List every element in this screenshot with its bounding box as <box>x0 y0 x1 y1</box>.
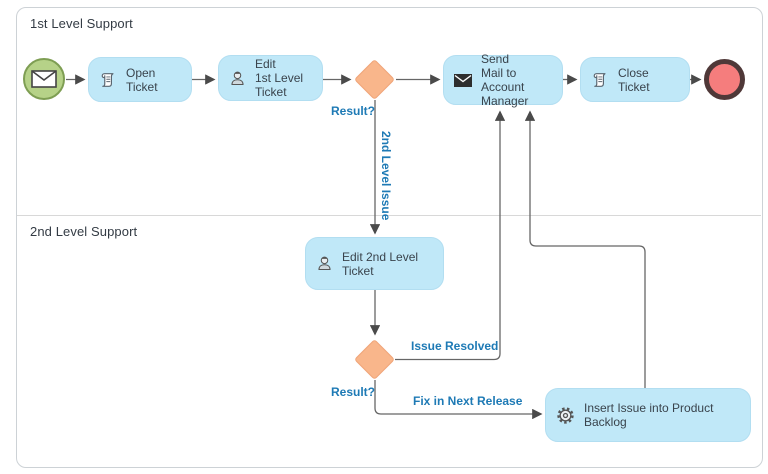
lane-label-second-level: 2nd Level Support <box>30 224 138 239</box>
task-close-ticket[interactable]: Close Ticket <box>580 57 690 102</box>
end-event[interactable] <box>704 59 745 100</box>
scroll-icon <box>591 71 609 89</box>
task-open-ticket[interactable]: Open Ticket <box>88 57 192 102</box>
lane-divider <box>17 215 761 216</box>
task-send-mail-to-account-manager[interactable]: Send Mail to Account Manager <box>443 52 563 108</box>
flow-label-issue-resolved: Issue Resolved <box>411 339 499 353</box>
diagram-frame <box>16 7 763 468</box>
task-insert-issue-into-product-backlog[interactable]: Insert Issue into Product Backlog <box>545 388 751 442</box>
task-label: Insert Issue into Product Backlog <box>584 401 714 429</box>
task-label: Open Ticket <box>126 65 158 94</box>
user-icon <box>316 255 333 272</box>
task-label: Close Ticket <box>618 65 650 94</box>
envelope-icon <box>31 70 57 88</box>
user-icon <box>229 70 246 87</box>
gateway-label-result-1: Result? <box>331 104 376 118</box>
scroll-icon <box>99 71 117 89</box>
task-label: Send Mail to Account Manager <box>481 52 529 108</box>
task-label: Edit 2nd Level Ticket <box>342 249 419 278</box>
flow-label-fix-in-next-release: Fix in Next Release <box>413 394 523 408</box>
lane-label-first-level: 1st Level Support <box>30 16 133 31</box>
task-edit-2nd-level-ticket[interactable]: Edit 2nd Level Ticket <box>305 237 444 290</box>
mail-icon <box>454 73 472 87</box>
flow-label-2nd-level-issue: 2nd Level Issue <box>379 131 393 221</box>
task-label: Edit 1st Level Ticket <box>255 57 304 99</box>
gear-icon <box>556 406 575 425</box>
task-edit-1st-level-ticket[interactable]: Edit 1st Level Ticket <box>218 55 323 101</box>
start-event[interactable] <box>23 58 65 100</box>
gateway-label-result-2: Result? <box>331 385 376 399</box>
